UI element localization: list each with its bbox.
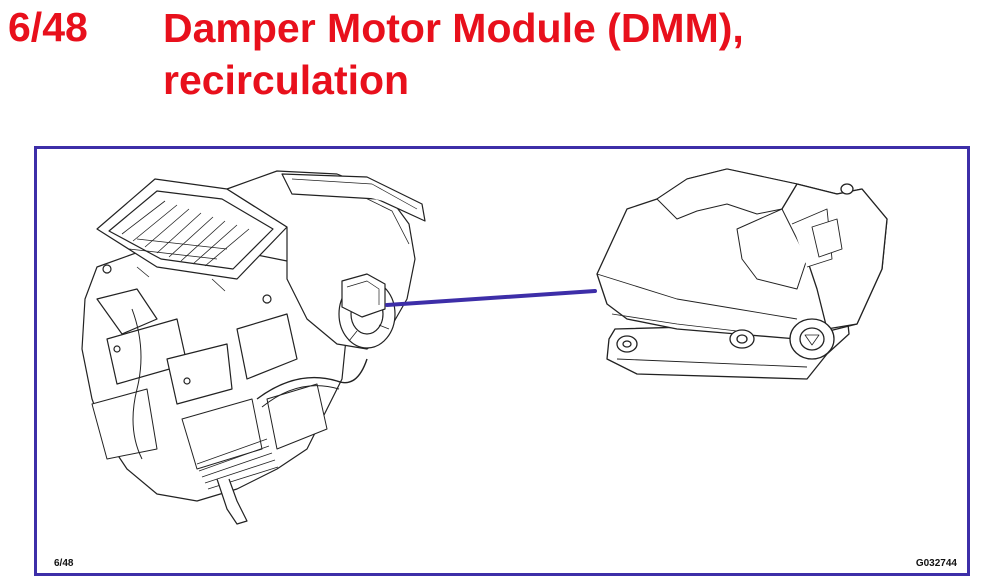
slide-title-line-1: Damper Motor Module (DMM), — [163, 5, 744, 51]
figure-caption-page: 6/48 — [54, 558, 74, 569]
leader-line — [385, 289, 597, 307]
slide-title-line-2: recirculation — [163, 57, 410, 103]
damper-motor-module-drawing — [596, 168, 888, 380]
hvac-housing-drawing — [81, 170, 426, 525]
slide-number: 6/48 — [8, 4, 88, 50]
slide-title: Damper Motor Module (DMM), recirculation — [163, 2, 963, 106]
figure-caption-id: G032744 — [915, 558, 957, 569]
technical-illustration-frame: 6/48 G032744 — [34, 146, 970, 576]
technical-illustration — [81, 168, 888, 525]
